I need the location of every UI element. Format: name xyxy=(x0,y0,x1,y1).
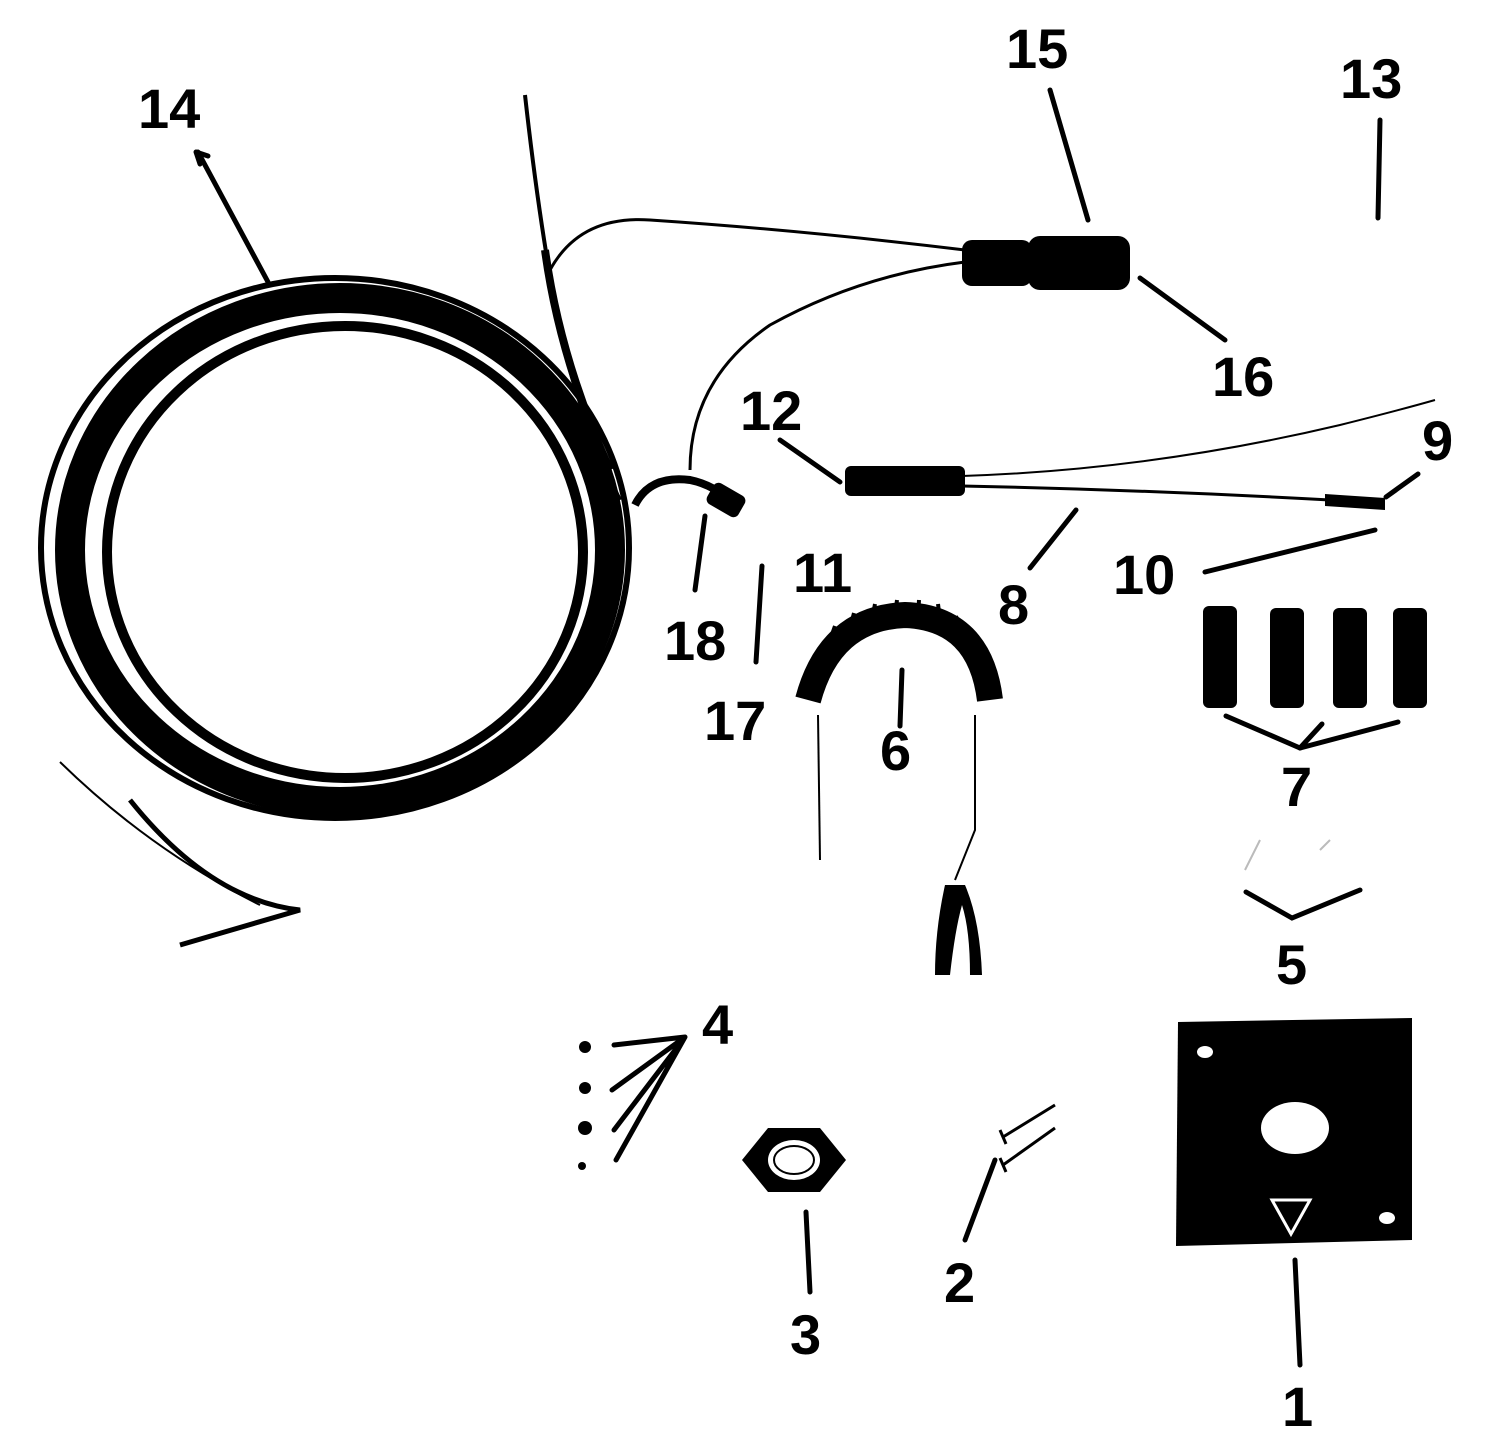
callout-3: 3 xyxy=(790,1303,821,1366)
part-6-wire-right xyxy=(954,715,976,881)
callout-numbers: 14 15 13 16 12 9 10 8 11 18 17 6 7 5 4 3… xyxy=(138,17,1453,1438)
leader-9 xyxy=(1383,471,1421,500)
part-5-fitting xyxy=(1244,839,1331,871)
part-14-cable-coil xyxy=(38,94,632,948)
callout-13: 13 xyxy=(1340,47,1402,110)
callout-15: 15 xyxy=(1006,17,1068,80)
part-3-hex-nut xyxy=(742,1128,846,1192)
logo-mark-icon xyxy=(1269,1198,1313,1238)
leader-16 xyxy=(1137,275,1228,343)
leader-14 xyxy=(195,149,271,285)
callout-7: 7 xyxy=(1281,755,1312,818)
part-8-lead-wires xyxy=(961,399,1436,502)
callout-17: 17 xyxy=(704,689,766,752)
part-4-screws xyxy=(578,1041,592,1170)
leader-12 xyxy=(777,437,843,485)
leader-3 xyxy=(803,1209,813,1295)
callout-8: 8 xyxy=(998,573,1029,636)
callout-2: 2 xyxy=(944,1251,975,1314)
callout-6: 6 xyxy=(880,719,911,782)
part-6-wire-left xyxy=(817,714,821,861)
part-12-sensor-plug xyxy=(845,466,965,496)
leader-13 xyxy=(1375,117,1383,221)
part-6-spring-hatching xyxy=(828,599,962,641)
part-2-pins xyxy=(998,1103,1056,1173)
leader-4 xyxy=(609,1034,688,1163)
part-6-terminal-lug xyxy=(935,885,982,975)
part-1-mounting-plate xyxy=(1176,1018,1412,1246)
callout-12: 12 xyxy=(740,379,802,442)
leader-8 xyxy=(1027,507,1079,571)
callout-9: 9 xyxy=(1422,409,1453,472)
part-6-spring xyxy=(795,601,1003,704)
callout-10: 10 xyxy=(1113,543,1175,606)
leader-6 xyxy=(897,667,905,729)
leader-17 xyxy=(753,563,765,665)
leader-10 xyxy=(1202,527,1378,575)
leader-lines xyxy=(193,87,1421,1368)
part-18-plug xyxy=(706,482,746,518)
callout-1: 1 xyxy=(1282,1375,1313,1438)
callout-16: 16 xyxy=(1212,345,1274,408)
callout-18: 18 xyxy=(664,609,726,672)
callout-4: 4 xyxy=(702,993,733,1056)
callout-11: 11 xyxy=(793,541,852,604)
part-15-wiring xyxy=(548,218,966,471)
part-15-connector-body xyxy=(962,240,1032,286)
part-16-connector-sleeve xyxy=(1028,236,1130,290)
callout-14: 14 xyxy=(138,77,200,140)
leader-1 xyxy=(1292,1257,1303,1368)
leader-5 xyxy=(1243,887,1363,921)
leader-18 xyxy=(692,513,708,593)
leader-2 xyxy=(962,1157,998,1243)
leader-15 xyxy=(1047,87,1091,223)
callout-5: 5 xyxy=(1276,933,1307,996)
part-9-terminal xyxy=(1325,494,1385,510)
part-7-sleeves xyxy=(1203,606,1427,708)
